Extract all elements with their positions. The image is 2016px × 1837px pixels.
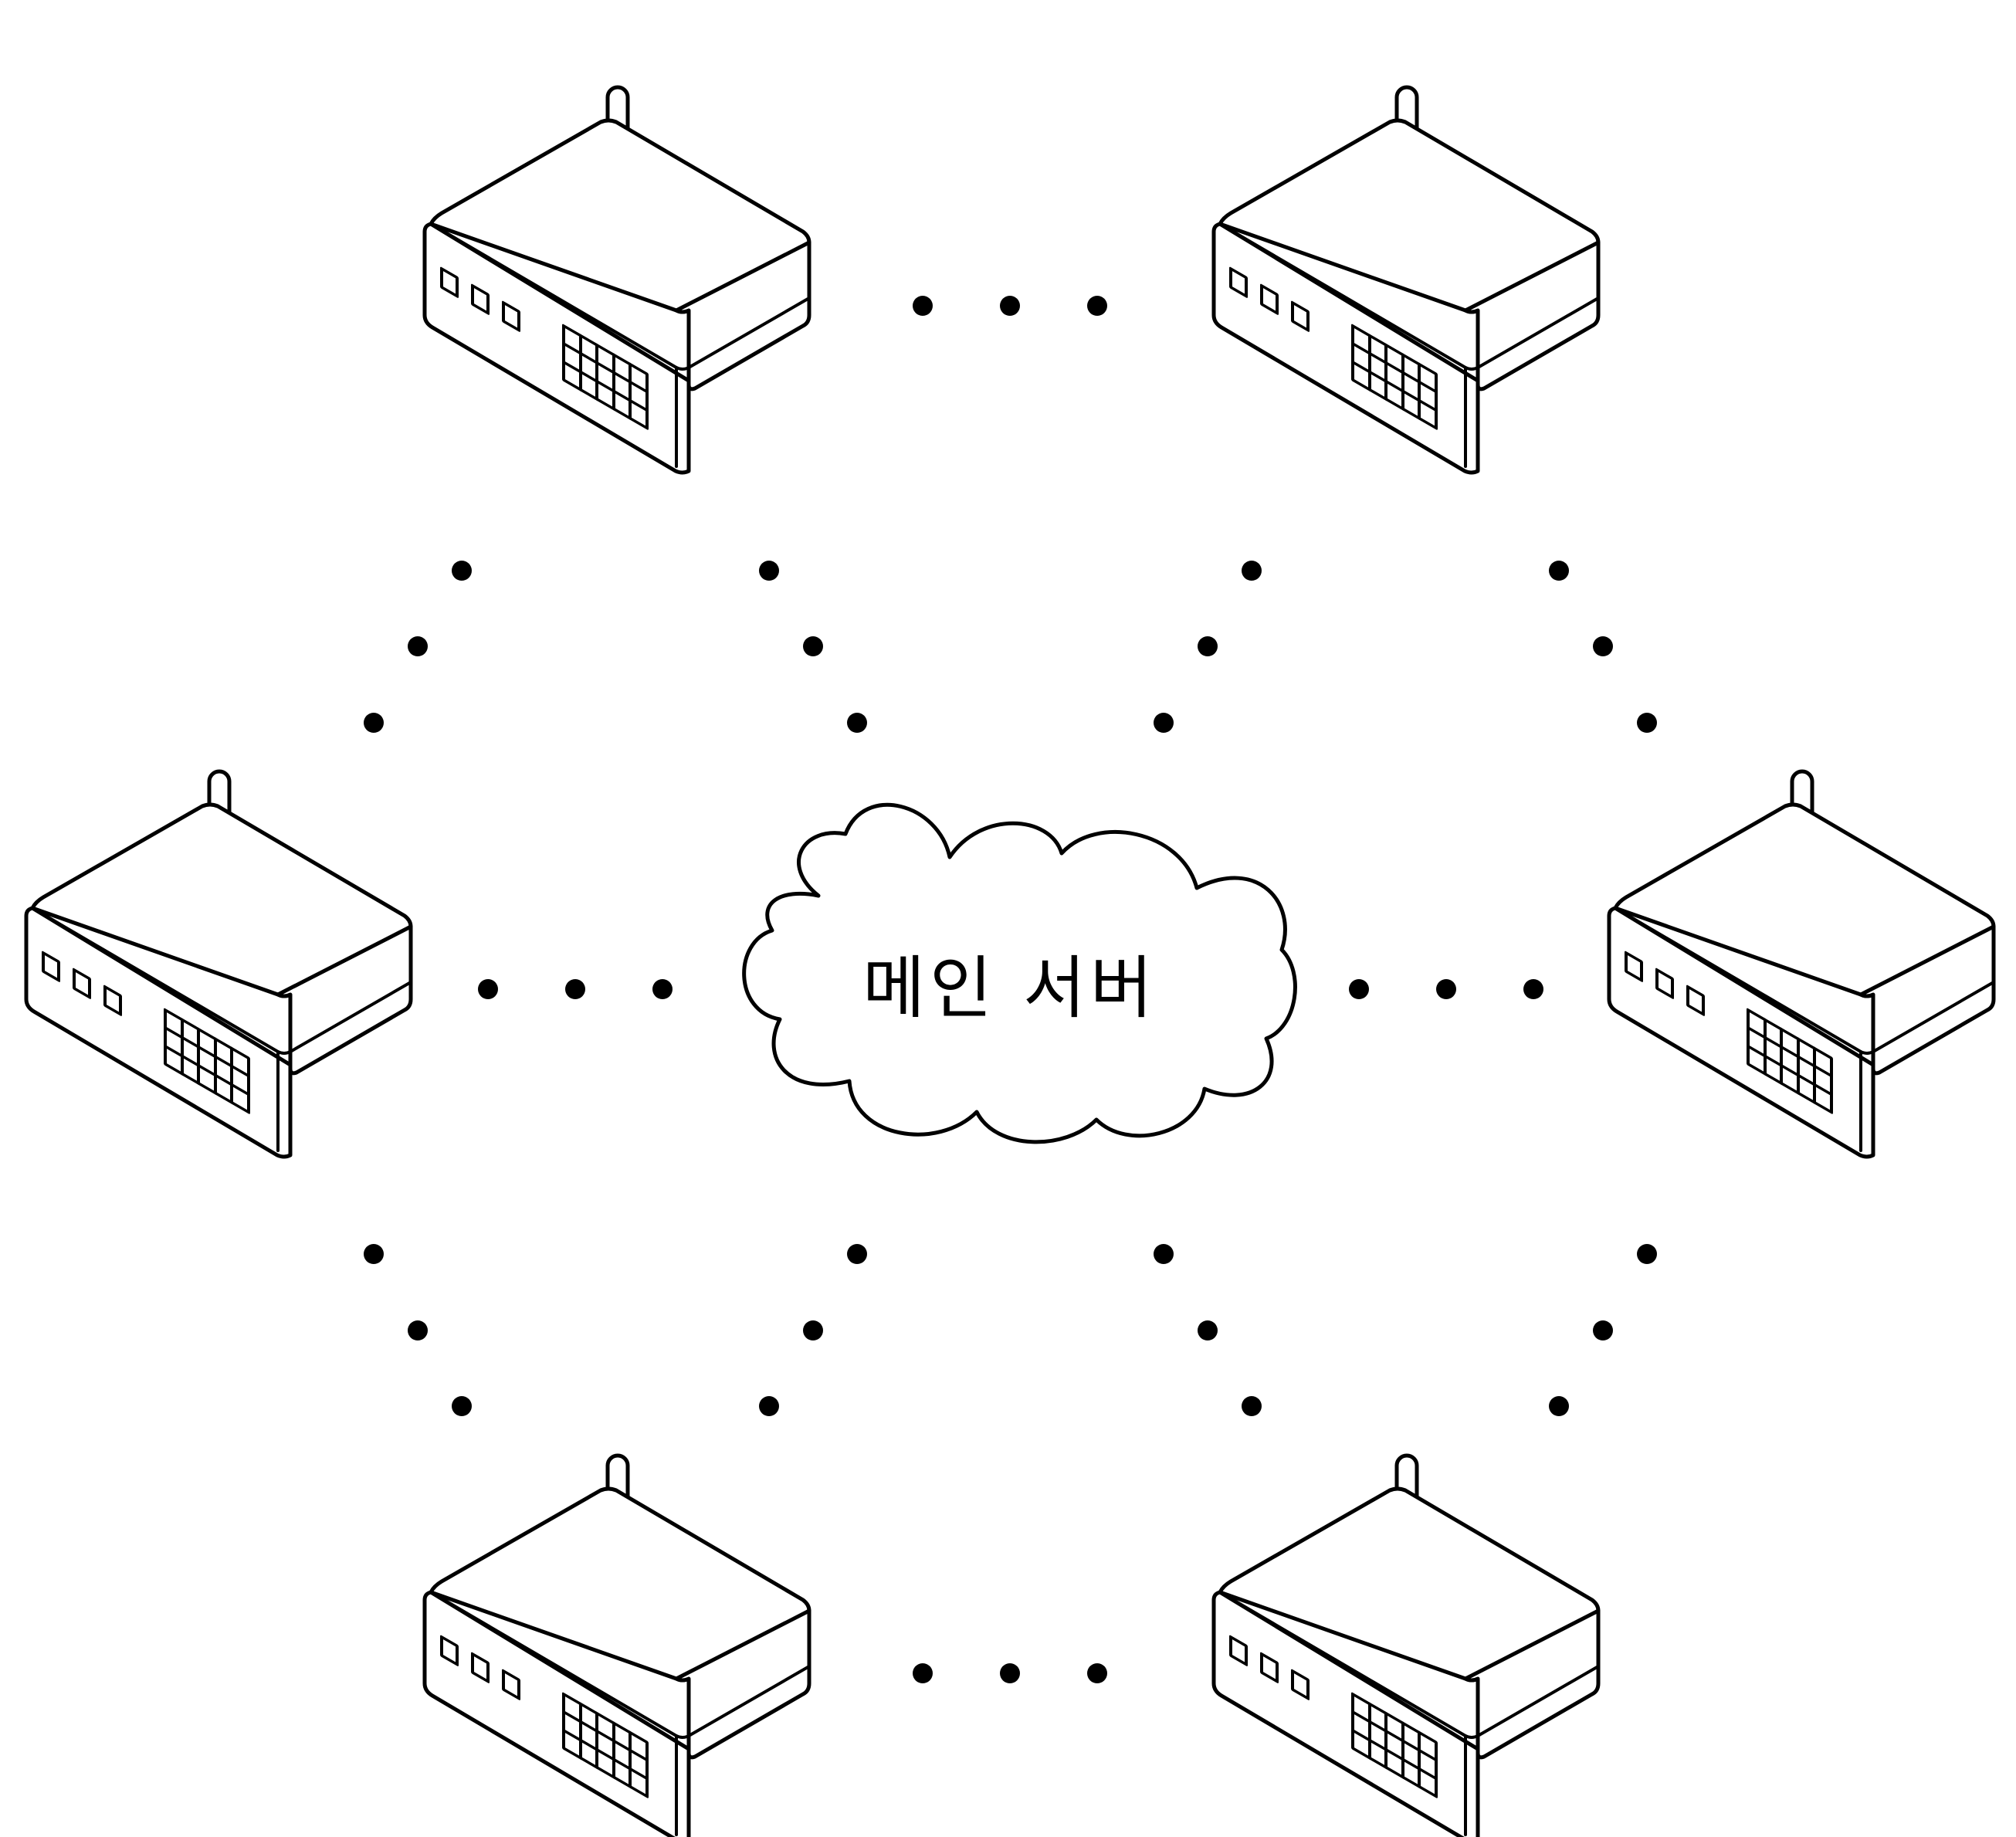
router-mid-right bbox=[1609, 771, 1994, 1157]
connector-dot bbox=[364, 713, 384, 733]
connector-dot bbox=[803, 1320, 823, 1340]
connector-dot bbox=[452, 1396, 472, 1416]
connector-dot bbox=[364, 1244, 384, 1264]
connector-dot bbox=[1637, 713, 1657, 733]
connector-dot bbox=[1436, 979, 1456, 999]
router-top-right bbox=[1214, 87, 1598, 473]
connector-dot bbox=[913, 296, 933, 316]
connector-dot bbox=[759, 561, 779, 581]
router-top-left bbox=[425, 87, 809, 473]
connector-dot bbox=[1000, 296, 1020, 316]
main-server-label: 메인 서버 bbox=[862, 948, 1157, 1028]
connector-dot bbox=[1549, 561, 1569, 581]
connector-dot bbox=[1349, 979, 1369, 999]
connector-dot bbox=[1549, 1396, 1569, 1416]
cloud-icon bbox=[742, 802, 1297, 1144]
connector-dot bbox=[452, 561, 472, 581]
connector-dot bbox=[1637, 1244, 1657, 1264]
connector-dot bbox=[913, 1663, 933, 1683]
connector-dot bbox=[1242, 1396, 1262, 1416]
router-icon bbox=[1609, 771, 1994, 1157]
connector-dot bbox=[1523, 979, 1543, 999]
connector-dot bbox=[1593, 636, 1613, 656]
connector-dot bbox=[565, 979, 585, 999]
connector-dot bbox=[652, 979, 673, 999]
connector-dot bbox=[1087, 1663, 1107, 1683]
connector-dot bbox=[1242, 561, 1262, 581]
router-bottom-left bbox=[425, 1456, 809, 1837]
router-icon bbox=[425, 1456, 809, 1837]
connector-dot bbox=[1154, 1244, 1174, 1264]
router-bottom-right bbox=[1214, 1456, 1598, 1837]
connector-dot bbox=[1000, 1663, 1020, 1683]
connector-dot bbox=[1087, 296, 1107, 316]
connector-dot bbox=[1593, 1320, 1613, 1340]
router-icon bbox=[1214, 87, 1598, 473]
connector-dot bbox=[759, 1396, 779, 1416]
router-icon bbox=[1214, 1456, 1598, 1837]
connector-dot bbox=[478, 979, 498, 999]
connector-dot bbox=[1154, 713, 1174, 733]
router-icon bbox=[425, 87, 809, 473]
connector-dot bbox=[408, 1320, 428, 1340]
connector-dot bbox=[803, 636, 823, 656]
connector-dot bbox=[1198, 1320, 1218, 1340]
router-mid-left bbox=[26, 771, 411, 1157]
connector-dot bbox=[1198, 636, 1218, 656]
connector-dot bbox=[408, 636, 428, 656]
router-icon bbox=[26, 771, 411, 1157]
connector-dot bbox=[847, 1244, 867, 1264]
connectors bbox=[364, 296, 1657, 1683]
main-server-node: 메인 서버 bbox=[742, 802, 1297, 1144]
connector-dot bbox=[847, 713, 867, 733]
